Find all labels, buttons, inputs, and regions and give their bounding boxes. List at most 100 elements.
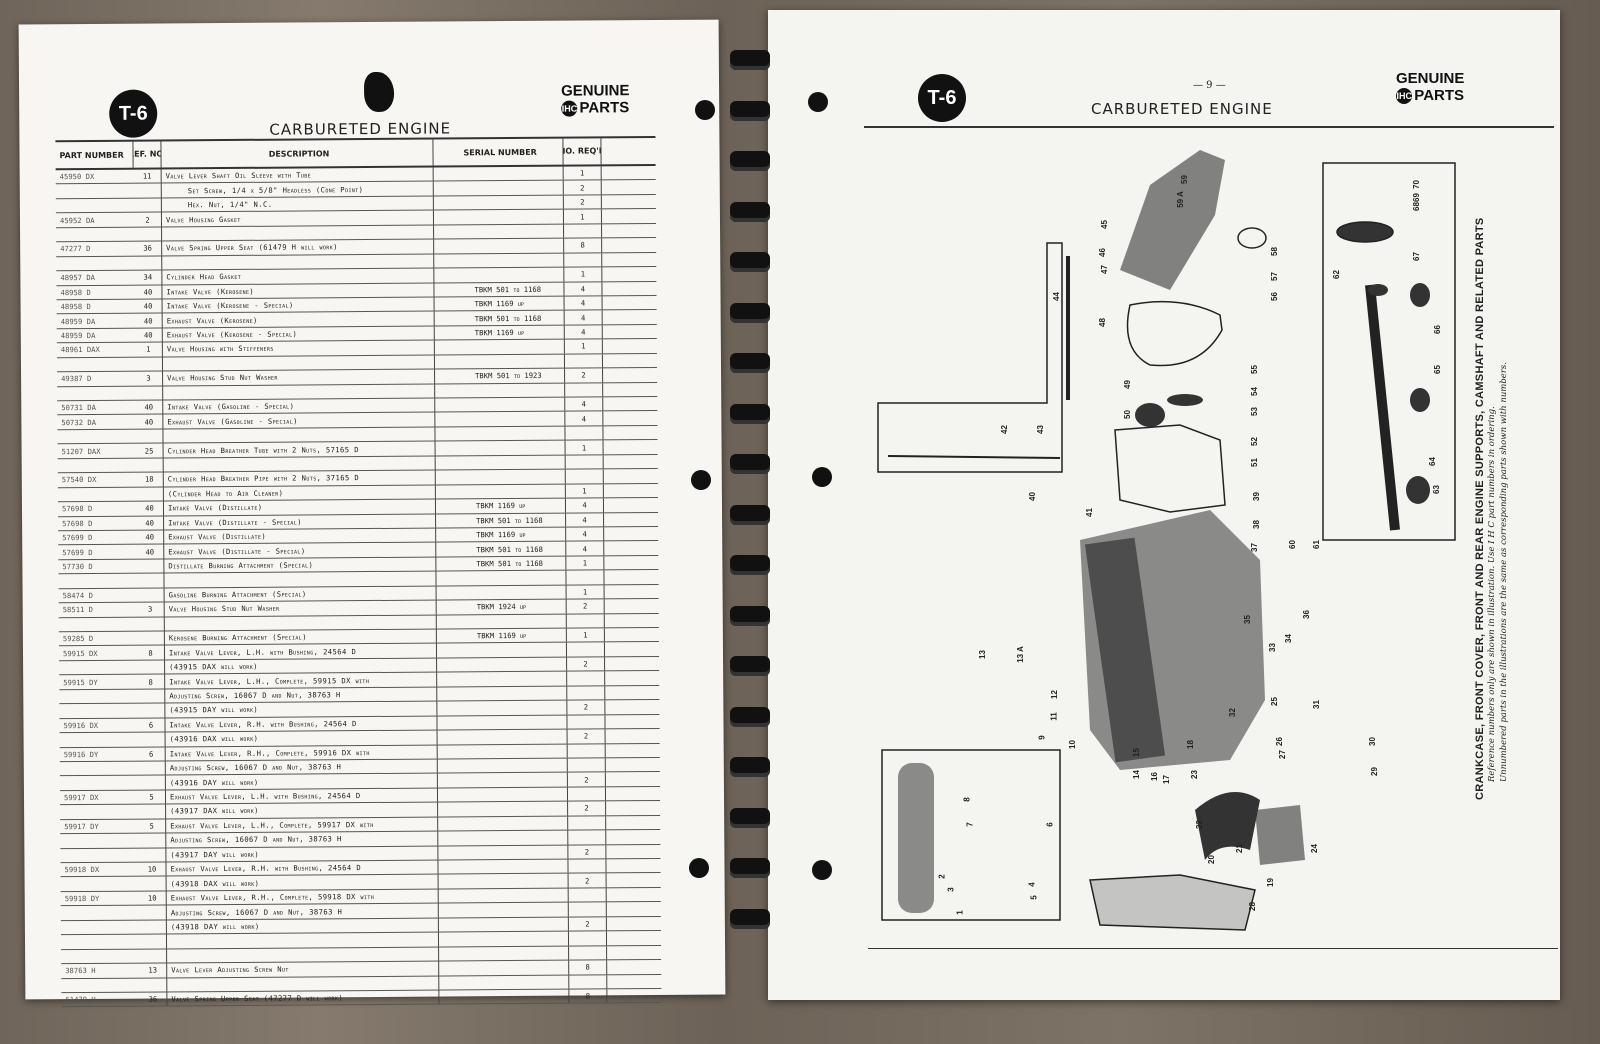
ihc-logo-icon: IHC — [1396, 88, 1413, 105]
camshaft-gear — [1336, 221, 1394, 243]
callout-number: 66 — [1432, 325, 1442, 334]
callout-number: 3 — [946, 887, 956, 892]
callout-number: 61 — [1311, 540, 1321, 549]
callout-number: 36 — [1301, 610, 1311, 619]
cam-bushing-65 — [1410, 283, 1430, 307]
callout-number: 21 — [1234, 844, 1244, 853]
punch-hole — [689, 858, 709, 878]
callout-number: 25 — [1269, 697, 1279, 706]
callout-number: 60 — [1287, 540, 1297, 549]
callout-number: 43 — [1035, 425, 1045, 434]
front-cover-gasket — [1126, 300, 1223, 367]
callout-number: 6 — [1045, 822, 1055, 827]
callout-number: 45 — [1099, 220, 1109, 229]
punch-hole — [812, 860, 832, 880]
binding-ring — [730, 555, 770, 575]
rear-support — [1195, 792, 1260, 860]
callout-number: 67 — [1411, 252, 1421, 261]
support-gasket — [1089, 874, 1256, 931]
callout-number: 23 — [1189, 770, 1199, 779]
callout-number: 48 — [1097, 318, 1107, 327]
binding-ring — [730, 656, 770, 676]
callout-number: 50 — [1122, 410, 1132, 419]
callout-number: 27 — [1277, 750, 1287, 759]
cylinder-head — [1084, 537, 1166, 763]
binding-ring — [730, 353, 770, 373]
callout-number: 64 — [1427, 457, 1437, 466]
callout-number: 12 — [1049, 690, 1059, 699]
binding-ring — [730, 100, 770, 121]
diagram-caption: CRANKCASE, FRONT COVER, FRONT AND REAR E… — [1474, 217, 1510, 800]
punch-hole — [808, 92, 828, 112]
callout-number: 44 — [1051, 292, 1061, 301]
callout-number: 1 — [955, 910, 965, 915]
cam-bushing-66 — [1368, 284, 1388, 296]
punch-hole — [695, 100, 715, 120]
idler-gear — [1135, 403, 1165, 427]
binding-ring — [730, 50, 770, 70]
callout-number: 28 — [1247, 902, 1257, 911]
callout-number: 68 — [1411, 202, 1421, 211]
callout-number: 65 — [1432, 365, 1442, 374]
callout-number: 46 — [1097, 248, 1107, 257]
binding-ring — [730, 302, 770, 323]
punch-hole — [691, 470, 711, 490]
callout-number: 40 — [1027, 492, 1037, 501]
callout-number: 4 — [1027, 882, 1037, 887]
callout-number: 8 — [962, 797, 972, 802]
valve-housing-cover — [898, 763, 934, 913]
callout-number: 22 — [1194, 820, 1204, 829]
callout-number: 51 — [1249, 458, 1259, 467]
callout-number: 16 — [1149, 772, 1159, 781]
page-title: CARBURETED ENGINE — [1091, 100, 1273, 118]
binding-ring — [730, 858, 770, 878]
callout-number: 18 — [1185, 740, 1195, 749]
binding-ring — [730, 201, 770, 222]
front-support — [1255, 805, 1305, 865]
gear-cover-gasket — [1114, 424, 1226, 513]
callout-number: 9 — [1037, 735, 1047, 740]
logo-text: GENUINE — [1396, 70, 1465, 87]
binding-ring — [730, 403, 770, 424]
front-cover — [1120, 150, 1225, 290]
valve-lever-inset-frame — [881, 749, 1061, 921]
callout-number: 35 — [1242, 615, 1252, 624]
callout-number: 59 — [1179, 175, 1189, 184]
callout-number: 57 — [1269, 272, 1279, 281]
caption-title: CRANKCASE, FRONT COVER, FRONT AND REAR E… — [1474, 217, 1486, 800]
callout-number: 7 — [965, 822, 975, 827]
caption-note: Unnumbered parts in the illustrations ar… — [1499, 362, 1509, 782]
callout-number: 59 A — [1175, 191, 1185, 208]
callout-number: 26 — [1274, 737, 1284, 746]
callout-number: 62 — [1331, 270, 1341, 279]
callout-number: 15 — [1131, 748, 1141, 757]
binding-ring — [730, 706, 770, 727]
logo-text: PARTS — [1414, 87, 1465, 104]
callout-number: 10 — [1067, 740, 1077, 749]
rod-part-42 — [887, 455, 1061, 459]
section-badge: T-6 — [918, 74, 966, 122]
callout-number: 69 — [1411, 193, 1421, 202]
callout-number: 39 — [1251, 492, 1261, 501]
callout-number: 41 — [1084, 508, 1094, 517]
callout-number: 19 — [1265, 878, 1275, 887]
callout-number: 55 — [1249, 365, 1259, 374]
callout-number: 33 — [1267, 643, 1277, 652]
callout-number: 54 — [1249, 387, 1259, 396]
callout-number: 5 — [1029, 895, 1039, 900]
footer-rule — [868, 948, 1558, 949]
callout-number: 20 — [1206, 855, 1216, 864]
cam-bushing-63 — [1406, 476, 1430, 504]
callout-number: 31 — [1311, 700, 1321, 709]
callout-number: 37 — [1249, 543, 1259, 552]
callout-number: 63 — [1431, 485, 1441, 494]
callout-number: 49 — [1122, 380, 1132, 389]
callout-number: 58 — [1269, 247, 1279, 256]
callout-number: 53 — [1249, 407, 1259, 416]
callout-number: 13 — [977, 650, 987, 659]
callout-number: 17 — [1161, 775, 1171, 784]
callout-number: 70 — [1411, 180, 1421, 189]
callout-number: 52 — [1249, 437, 1259, 446]
callout-number: 32 — [1227, 708, 1237, 717]
